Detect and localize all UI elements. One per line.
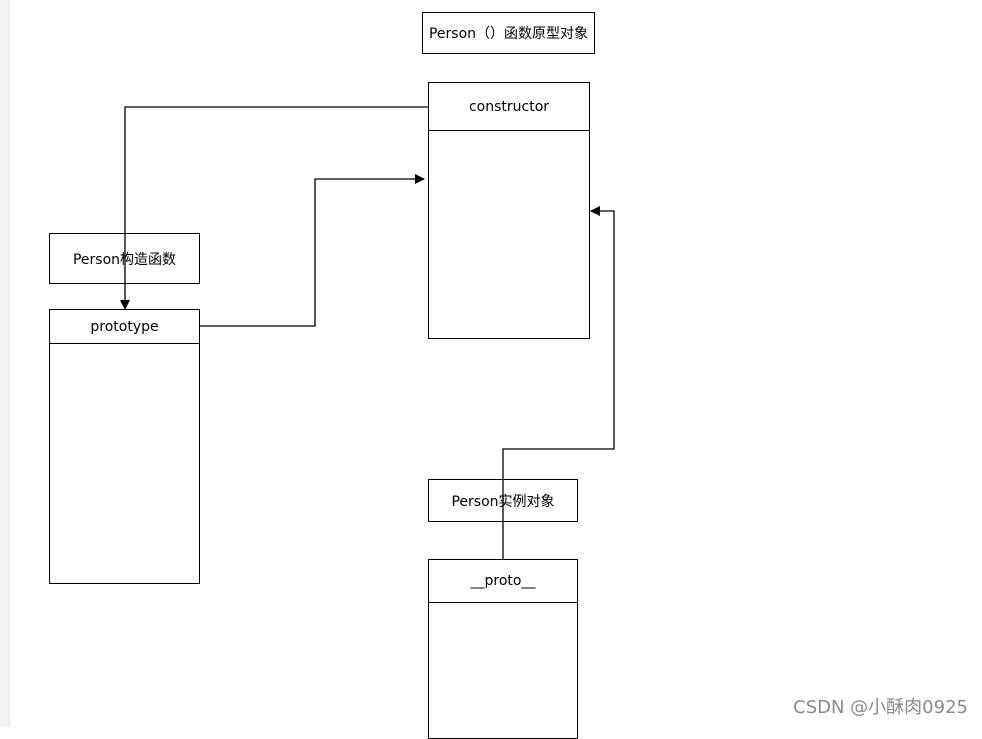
proto-to-object-arrow <box>502 206 615 559</box>
canvas-left-edge <box>0 0 10 727</box>
prototype-object-title: Person（）函数原型对象 <box>422 12 595 54</box>
proto-slot: __proto__ <box>429 560 577 603</box>
prototype-object-box: constructor <box>428 82 590 339</box>
prototype-slot: prototype <box>50 310 199 344</box>
constructor-to-function-arrow <box>120 106 428 310</box>
constructor-function-box: prototype <box>49 309 200 584</box>
instance-object-box: __proto__ <box>428 559 578 739</box>
prototype-to-object-arrow <box>200 174 425 327</box>
constructor-slot: constructor <box>429 83 589 131</box>
csdn-watermark: CSDN @小酥肉0925 <box>793 697 968 718</box>
